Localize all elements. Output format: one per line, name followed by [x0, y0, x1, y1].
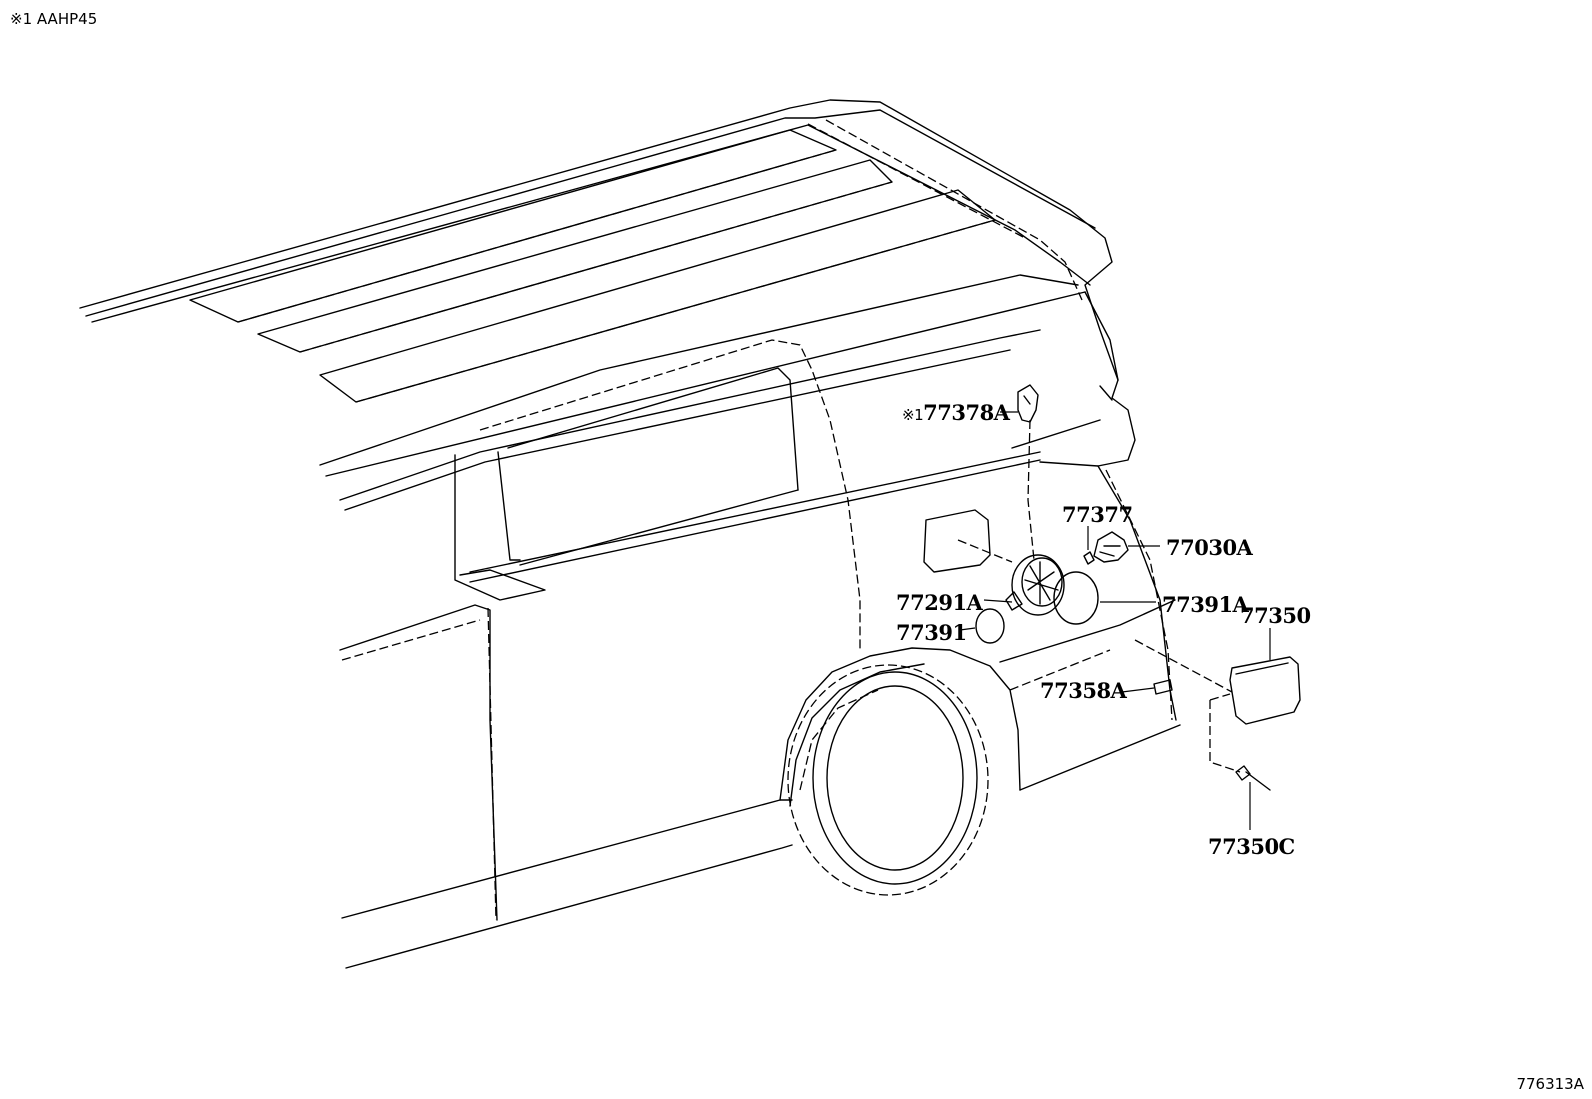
part-label-77391: 77391 [896, 620, 967, 645]
part-label-77030a: 77030A [1166, 535, 1253, 560]
part-label-77291a: 77291A [896, 590, 983, 615]
assembly-lines [1027, 419, 1241, 773]
rear-pillar [1011, 291, 1177, 721]
part-label-77358a: 77358A [1040, 678, 1127, 703]
part-number: 77378A [923, 400, 1010, 425]
figure-code: 776313A [1516, 1075, 1584, 1093]
part-label-77377: 77377 [1062, 502, 1133, 527]
part-label-77391a: 77391A [1162, 592, 1249, 617]
wheel [779, 599, 1181, 896]
part-label-77378a: ※177378A [902, 400, 1010, 425]
part-77378a [1017, 384, 1039, 423]
header-note: ※1 AAHP45 [10, 10, 98, 28]
note-marker: ※1 [902, 406, 924, 424]
side-body [339, 329, 1041, 969]
roof-panels [189, 129, 996, 403]
part-label-77350: 77350 [1240, 603, 1311, 628]
part-77030a [1093, 531, 1129, 563]
part-77291a [1005, 554, 1065, 616]
part-77391 [975, 608, 1005, 644]
part-77391a [1053, 571, 1099, 625]
part-77358a [1153, 679, 1173, 695]
leader-lines [959, 411, 1271, 830]
part-77350c [1235, 765, 1271, 791]
part-label-77350c: 77350C [1208, 834, 1295, 859]
part-77377 [1083, 551, 1095, 565]
part-77350 [1229, 656, 1301, 725]
body-fuel-opening [923, 509, 1013, 573]
